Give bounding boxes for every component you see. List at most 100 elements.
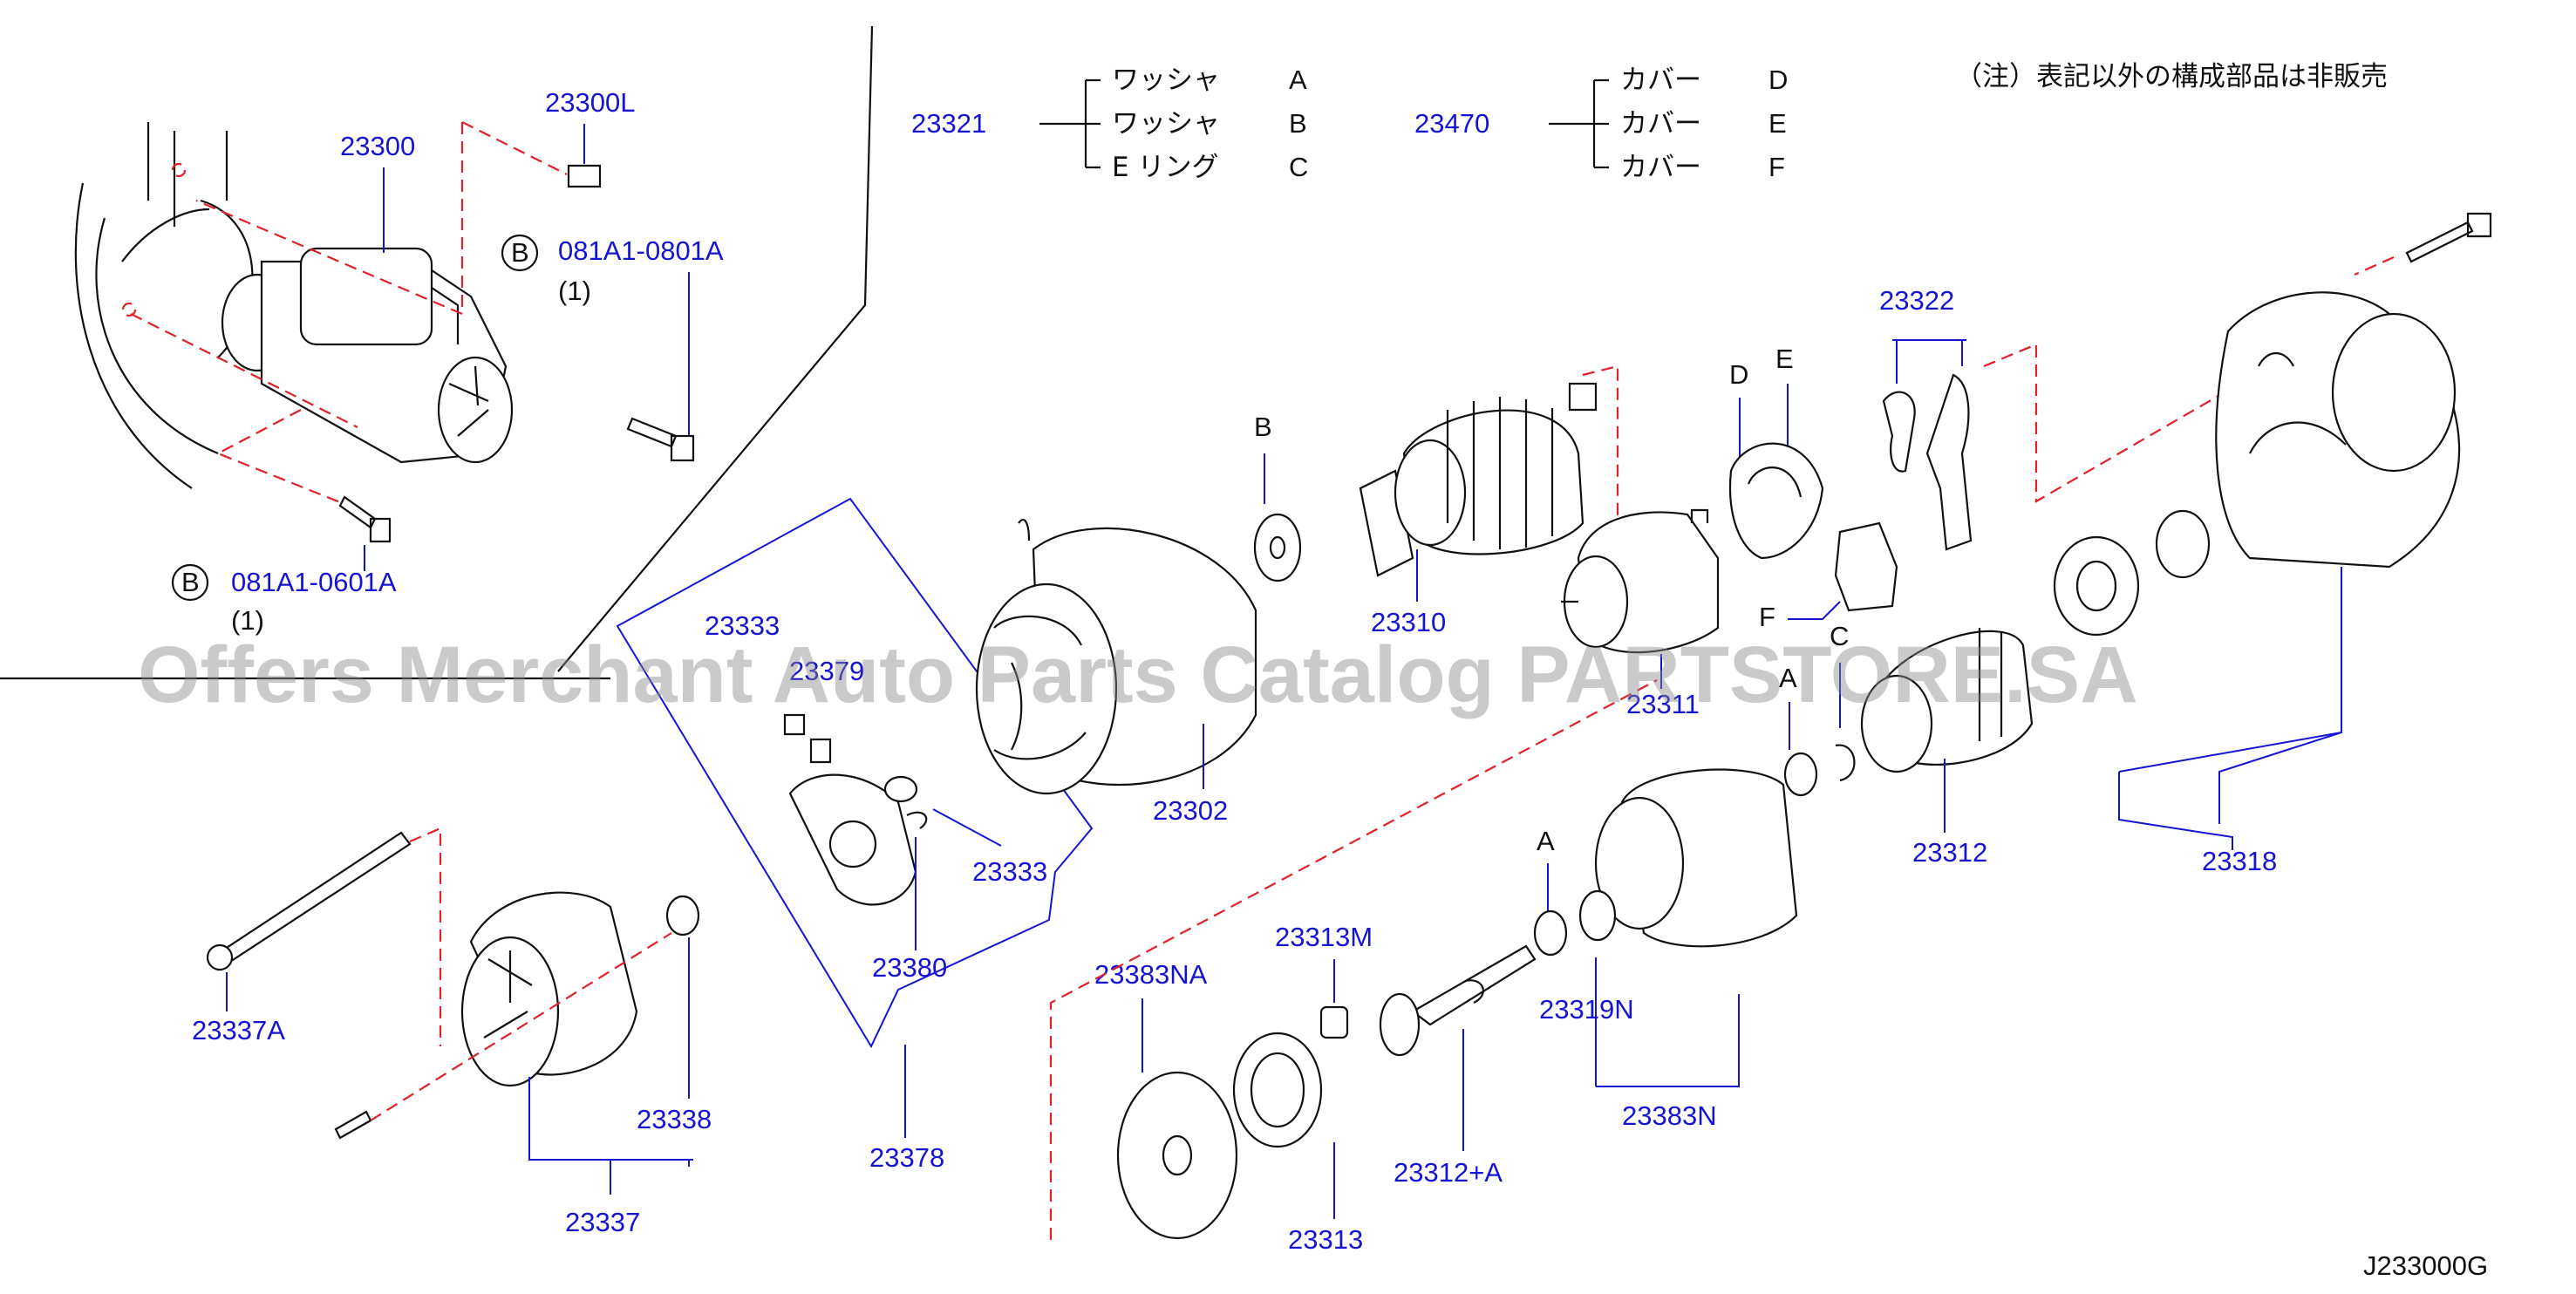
part-label-23337a[interactable]: 23337A	[192, 1015, 285, 1045]
part-label-23338[interactable]: 23338	[637, 1104, 712, 1134]
pinion-assembly[interactable]	[1860, 628, 2034, 773]
part-label-23312-a[interactable]: 23312+A	[1394, 1157, 1503, 1188]
part-label-23337[interactable]: 23337	[565, 1207, 640, 1237]
part-label-23380[interactable]: 23380	[872, 952, 947, 983]
housing-bearing[interactable]	[2053, 535, 2140, 637]
bolt-lower-icon	[338, 495, 392, 543]
part-label-23312[interactable]: 23312	[1912, 837, 1987, 868]
note-not-for-sale: （注）表記以外の構成部品は非販売	[1955, 61, 2388, 92]
engine-block-outline	[74, 182, 219, 489]
badge-b-lower	[171, 563, 209, 602]
solenoid-terminal	[431, 287, 460, 344]
shift-lever[interactable]	[1925, 373, 1973, 551]
letter-f-label: F	[1768, 152, 1785, 182]
part-label-23470[interactable]: 23470	[1414, 108, 1489, 139]
rear-plate-23383na[interactable]	[1116, 1071, 1238, 1240]
rear-end-frame[interactable]	[460, 891, 638, 1087]
part-label-23310[interactable]: 23310	[1371, 607, 1446, 637]
housing-washer[interactable]	[2155, 509, 2211, 579]
armature[interactable]	[1359, 382, 1598, 577]
badge-b-upper	[501, 234, 539, 272]
cover-d-e[interactable]	[1729, 442, 1824, 560]
part-label-081a1-0601a[interactable]: 081A1-0601A	[231, 567, 397, 597]
cover-inner-ring	[1747, 467, 1803, 498]
lever-spring[interactable]	[1882, 391, 1916, 473]
part-label-23378[interactable]: 23378	[869, 1142, 944, 1173]
brush-lead-clip	[906, 811, 928, 829]
part-label-23379[interactable]: 23379	[789, 656, 864, 686]
gear-housing-nose	[2331, 312, 2457, 473]
solenoid[interactable]	[1561, 508, 1720, 654]
letter-a-label: A	[1289, 65, 1307, 95]
part-label-23302[interactable]: 23302	[1153, 795, 1228, 826]
armature-gear-end	[1568, 382, 1598, 412]
part-label-23383n[interactable]: 23383N	[1622, 1100, 1717, 1131]
part-label-23321[interactable]: 23321	[911, 108, 986, 139]
pinion-shaft[interactable]	[1379, 944, 1537, 1057]
cover-e-label: カバー	[1620, 108, 1701, 140]
bearing-23313[interactable]	[1232, 1032, 1323, 1148]
e-ring-c[interactable]	[1835, 744, 1856, 782]
part-label-23313m[interactable]: 23313M	[1275, 922, 1373, 952]
gear-case[interactable]	[1594, 768, 1798, 948]
leader-a-c	[1789, 663, 1841, 750]
yoke-lead-wire	[1018, 518, 1031, 541]
group-23470: 23470 カバー D カバー E カバー F	[1414, 65, 1788, 183]
washer-a-lower[interactable]	[1533, 909, 1568, 957]
yoke-field-coils	[993, 615, 1087, 760]
part-label-23300[interactable]: 23300	[340, 131, 415, 161]
rear-frame-ribs	[483, 950, 533, 1039]
starter-end-cover	[437, 356, 514, 464]
part-label-23313[interactable]: 23313	[1288, 1224, 1363, 1255]
bolt-upper-icon	[626, 417, 695, 462]
engine-bracket-lines	[147, 122, 228, 227]
letter-c-callout: C	[1830, 621, 1849, 651]
washer-b[interactable]	[1253, 513, 1302, 582]
solenoid-terminals	[1561, 508, 1709, 603]
washer-a-label: ワッシャ	[1112, 65, 1220, 96]
gear-23313m[interactable]	[1319, 1005, 1349, 1039]
pinion-shaft-helix	[1464, 979, 1484, 1004]
washer-a-upper[interactable]	[1783, 752, 1818, 797]
part-label-23319n[interactable]: 23319N	[1539, 994, 1634, 1025]
armature-commutator	[1394, 439, 1467, 547]
letter-e-callout: E	[1775, 344, 1794, 374]
part-label-23383na[interactable]: 23383NA	[1094, 959, 1208, 990]
part-label-23333-lower[interactable]: 23333	[972, 856, 1047, 887]
bracket-23470	[1549, 78, 1609, 169]
diagram-code: J233000G	[2363, 1250, 2488, 1281]
brush-holder-parts[interactable]	[783, 713, 928, 906]
part-label-23318[interactable]: 23318	[2202, 846, 2277, 876]
group-23321: 23321 ワッシャ A ワッシャ B E リング C	[911, 65, 1308, 183]
through-bolt-23337a[interactable]	[208, 831, 412, 971]
alignment-lever	[1983, 343, 2286, 503]
part-label-23333-upper[interactable]: 23333	[705, 610, 780, 641]
cover-f[interactable]	[1834, 521, 1898, 612]
part-label-23300l[interactable]: 23300L	[545, 87, 635, 118]
pinion-teeth	[1978, 628, 2003, 741]
letter-f-callout: F	[1759, 602, 1775, 632]
starter-motor-assembly[interactable]	[221, 247, 514, 464]
brush-holder-plate	[788, 773, 917, 906]
rear-plate-hub	[1162, 1134, 1193, 1176]
bracket-23337	[528, 1077, 693, 1195]
washer-b-hole	[1269, 535, 1286, 560]
bushing-23338[interactable]	[665, 895, 700, 936]
part-label-23322[interactable]: 23322	[1879, 285, 1954, 316]
housing-bearing-bore	[2075, 560, 2117, 612]
part-label-23311[interactable]: 23311	[1626, 689, 1700, 719]
bearing-23313-bore	[1250, 1052, 1305, 1128]
watermark: Offers Merchant Auto Parts Catalog PARTS…	[138, 630, 2138, 719]
part-label-081a1-0801a[interactable]: 081A1-0801A	[558, 235, 724, 266]
bushing-23319n[interactable]	[1578, 889, 1617, 942]
cover-f-label: カバー	[1620, 152, 1701, 183]
yoke-assembly[interactable]	[975, 518, 1257, 795]
gear-housing[interactable]	[2215, 291, 2461, 569]
through-bolt-top[interactable]	[2405, 212, 2492, 263]
screw-rear[interactable]	[334, 1110, 372, 1140]
letter-b-label: B	[1289, 108, 1307, 139]
brush-small	[809, 738, 832, 764]
armature-windings	[1446, 397, 1554, 549]
brush-holder-center-hole	[828, 820, 877, 868]
letter-a-callout-upper: A	[1779, 663, 1797, 693]
